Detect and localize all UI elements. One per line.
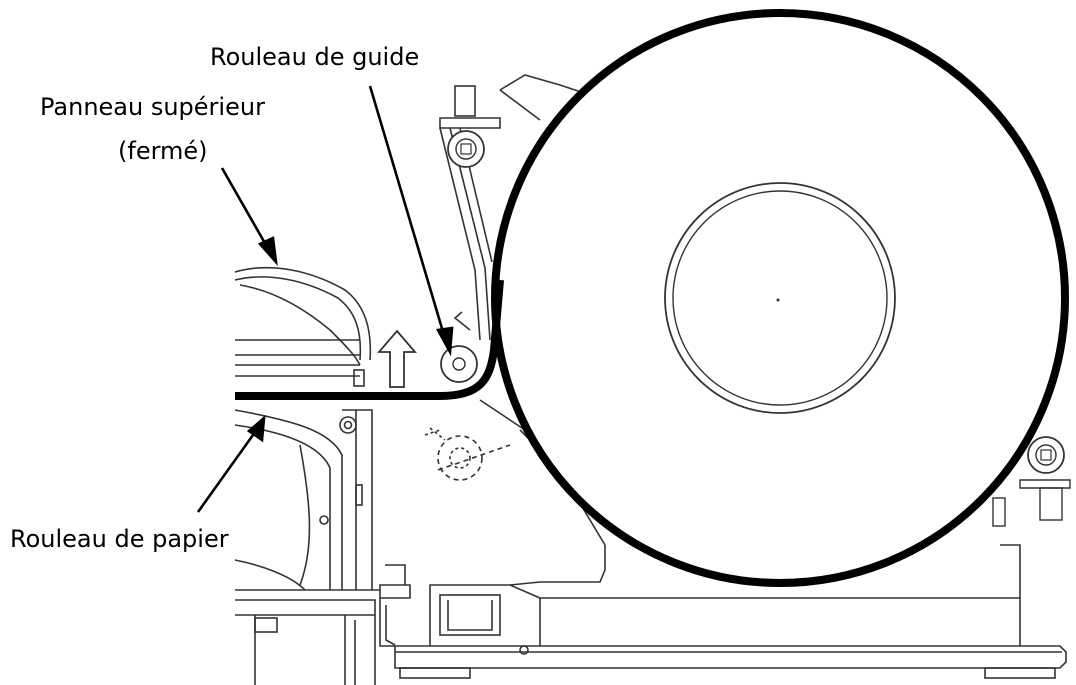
top-panel-arrowhead: [257, 236, 278, 266]
printer-base: [235, 429, 1067, 685]
guide-roller-label: Rouleau de guide: [210, 43, 420, 71]
guide-roller-leader: [368, 85, 448, 343]
paper-path: [235, 279, 504, 400]
leader-lines: [196, 85, 454, 513]
paper-roll-large: [491, 9, 1069, 587]
paper-roll-label: Rouleau de papier: [10, 525, 229, 553]
upper-idler-roller: [447, 130, 485, 168]
right-idler-roller: [992, 436, 1071, 527]
top-panel-label: Panneau supérieur: [40, 93, 265, 121]
paper-roll-leader: [196, 427, 260, 513]
top-panel-leader: [220, 167, 272, 253]
paper-roll-arrowhead: [246, 414, 266, 443]
top-panel-state-label: (fermé): [118, 137, 208, 165]
up-arrow-icon: [377, 329, 417, 388]
top-panel-closed: [234, 266, 372, 387]
guide-roller-arrowhead: [435, 326, 454, 357]
guide-roller: [440, 345, 478, 383]
